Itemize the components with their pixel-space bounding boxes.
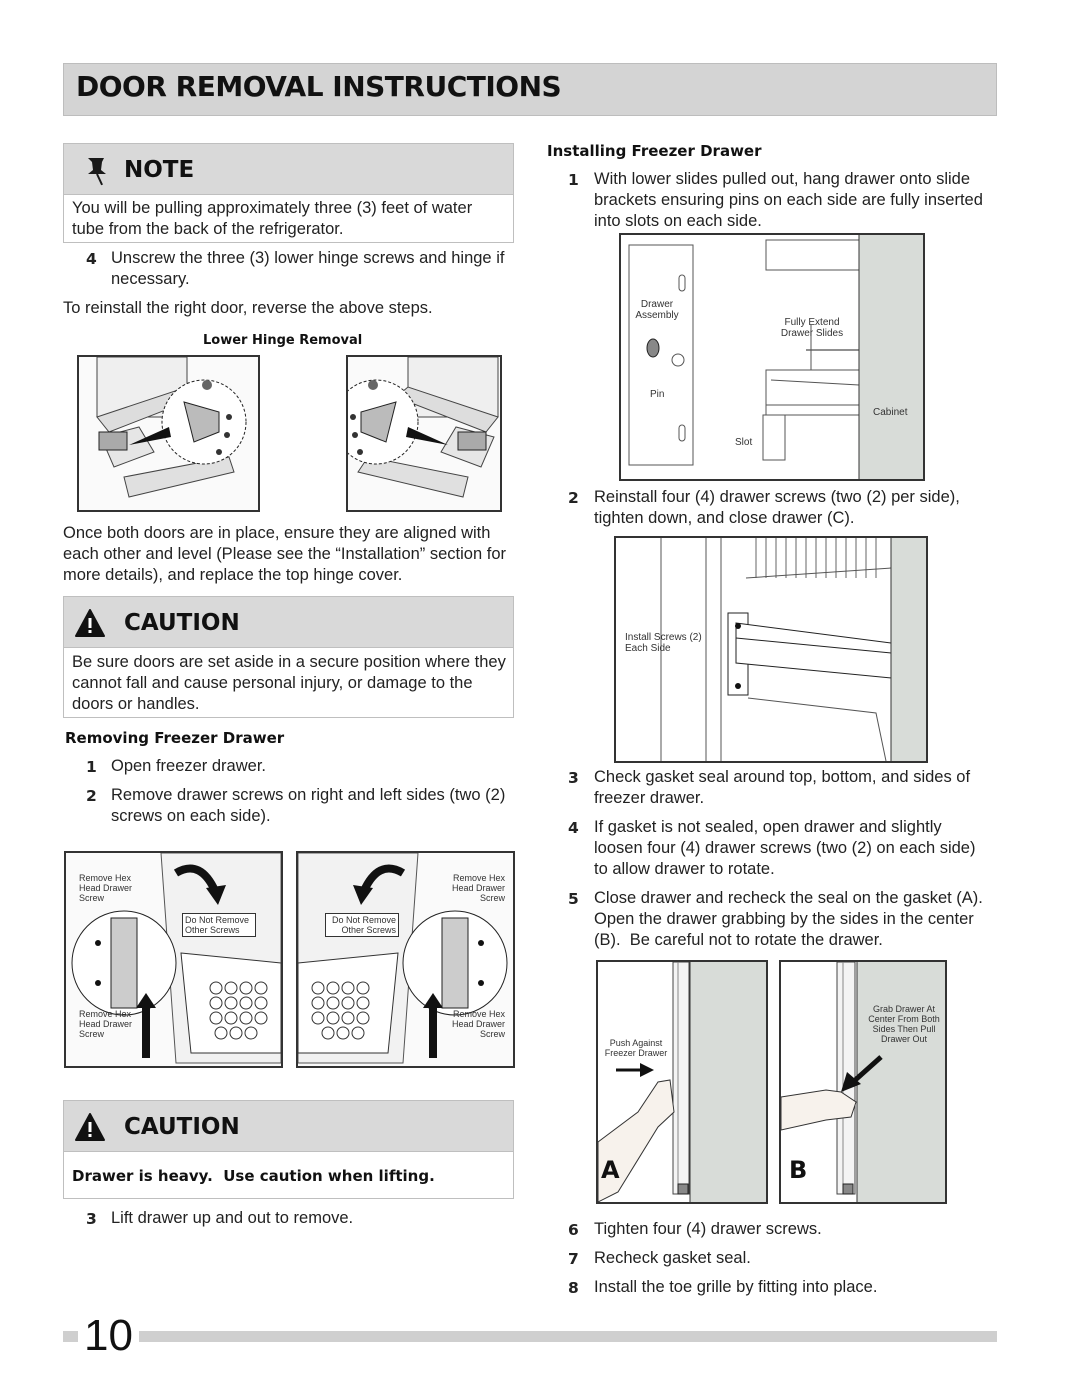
fig-label-left-top: Remove Hex Head Drawer Screw	[79, 873, 133, 903]
lower-hinge-caption: Lower Hinge Removal	[203, 333, 363, 348]
page-number: 10	[78, 1312, 139, 1360]
warning-icon	[75, 609, 105, 637]
step-number: 4	[86, 250, 97, 268]
fig-label-left-mid: Do Not Remove Other Screws	[182, 913, 256, 937]
step-4-left: 4 Unscrew the three (3) lower hinge scre…	[86, 248, 516, 290]
install-screws-figure: Install Screws (2) Each Side	[614, 536, 928, 763]
step-text: Install the toe grille by fitting into p…	[594, 1278, 878, 1296]
removing-step-1: 1 Open freezer drawer.	[86, 756, 516, 777]
installing-step-4: 4 If gasket is not sealed, open drawer a…	[568, 817, 988, 880]
step-number: 4	[568, 819, 579, 837]
step-text: Reinstall four (4) drawer screws (two (2…	[594, 488, 960, 527]
installing-step-3: 3 Check gasket seal around top, bottom, …	[568, 767, 998, 809]
step-number: 1	[568, 171, 579, 189]
step-text: Unscrew the three (3) lower hinge screws…	[111, 249, 505, 288]
installing-step-2: 2 Reinstall four (4) drawer screws (two …	[568, 487, 998, 529]
step-number: 6	[568, 1221, 579, 1239]
hinge-figure-right	[346, 355, 502, 512]
note-header: NOTE	[63, 143, 514, 195]
step-number: 7	[568, 1250, 579, 1268]
step-number: 2	[86, 787, 97, 805]
step-text: Check gasket seal around top, bottom, an…	[594, 768, 971, 807]
installing-heading: Installing Freezer Drawer	[547, 142, 762, 160]
step-number: 5	[568, 890, 579, 908]
note-body: You will be pulling approximately three …	[72, 199, 473, 238]
step-text: With lower slides pulled out, hang drawe…	[594, 170, 983, 230]
warning-icon	[75, 1113, 105, 1141]
label-fully-extend: Fully Extend Drawer Slides	[780, 317, 844, 339]
step-number: 3	[568, 769, 579, 787]
gasket-figure-b: Grab Drawer At Center From Both Sides Th…	[779, 960, 947, 1204]
note-title: NOTE	[124, 157, 195, 183]
step-text: Open freezer drawer.	[111, 757, 266, 775]
label-slot: Slot	[735, 437, 753, 448]
caution-header-1: CAUTION	[63, 596, 514, 648]
caution-body-box-2: Drawer is heavy. Use caution when liftin…	[63, 1152, 514, 1199]
fig-label-right-bottom: Remove Hex Head Drawer Screw	[451, 1009, 505, 1039]
removing-heading: Removing Freezer Drawer	[65, 729, 285, 747]
step-number: 3	[86, 1210, 97, 1228]
step-number: 2	[568, 489, 579, 507]
step-text: Recheck gasket seal.	[594, 1249, 751, 1267]
note-body-box: You will be pulling approximately three …	[63, 195, 514, 243]
step-text: Remove drawer screws on right and left s…	[111, 786, 506, 825]
caution-header-2: CAUTION	[63, 1100, 514, 1152]
reinstall-text: To reinstall the right door, reverse the…	[63, 299, 433, 317]
label-pin: Pin	[650, 389, 665, 400]
label-a: A	[601, 1156, 620, 1184]
slide-bracket-figure: Drawer Assembly Fully Extend Drawer Slid…	[619, 233, 925, 481]
installing-step-5: 5 Close drawer and recheck the seal on t…	[568, 888, 998, 951]
pushpin-icon	[88, 158, 106, 186]
label-grab: Grab Drawer At Center From Both Sides Th…	[868, 1004, 940, 1044]
caution-title-2: CAUTION	[124, 1114, 240, 1140]
installing-step-6: 6 Tighten four (4) drawer screws.	[568, 1219, 998, 1240]
step-number: 1	[86, 758, 97, 776]
label-push: Push Against Freezer Drawer	[604, 1038, 668, 1058]
header-banner	[63, 63, 997, 116]
label-cabinet: Cabinet	[873, 407, 908, 418]
caution-body-1: Be sure doors are set aside in a secure …	[72, 653, 506, 713]
step-number: 8	[568, 1279, 579, 1297]
drawer-screw-figure-right: Remove Hex Head Drawer Screw Remove Hex …	[296, 851, 515, 1068]
label-drawer-assembly: Drawer Assembly	[635, 299, 679, 321]
caution-body-2: Drawer is heavy. Use caution when liftin…	[72, 1167, 435, 1185]
installing-step-7: 7 Recheck gasket seal.	[568, 1248, 998, 1269]
label-b: B	[789, 1156, 808, 1184]
gasket-figure-a: Push Against Freezer Drawer A	[596, 960, 768, 1204]
label-install-screws: Install Screws (2) Each Side	[625, 632, 702, 654]
installing-step-1: 1 With lower slides pulled out, hang dra…	[568, 169, 993, 232]
step-3-left: 3 Lift drawer up and out to remove.	[86, 1208, 516, 1229]
caution-body-box-1: Be sure doors are set aside in a secure …	[63, 648, 514, 718]
footer-bar	[63, 1331, 997, 1342]
hinge-figure-left	[77, 355, 260, 512]
step-text: Close drawer and recheck the seal on the…	[594, 889, 993, 949]
installing-step-8: 8 Install the toe grille by fitting into…	[568, 1277, 998, 1298]
removing-step-2: 2 Remove drawer screws on right and left…	[86, 785, 516, 827]
fig-label-right-top: Remove Hex Head Drawer Screw	[451, 873, 505, 903]
step-text: If gasket is not sealed, open drawer and…	[594, 818, 976, 878]
aligned-text: Once both doors are in place, ensure the…	[63, 524, 507, 584]
drawer-screw-figure-left: Remove Hex Head Drawer Screw Remove Hex …	[64, 851, 283, 1068]
fig-label-left-bottom: Remove Hex Head Drawer Screw	[79, 1009, 133, 1039]
fig-label-right-mid: Do Not Remove Other Screws	[325, 913, 399, 937]
step-text: Tighten four (4) drawer screws.	[594, 1220, 822, 1238]
step-text: Lift drawer up and out to remove.	[111, 1209, 354, 1227]
page-title: DOOR REMOVAL INSTRUCTIONS	[76, 70, 562, 103]
caution-title-1: CAUTION	[124, 610, 240, 636]
